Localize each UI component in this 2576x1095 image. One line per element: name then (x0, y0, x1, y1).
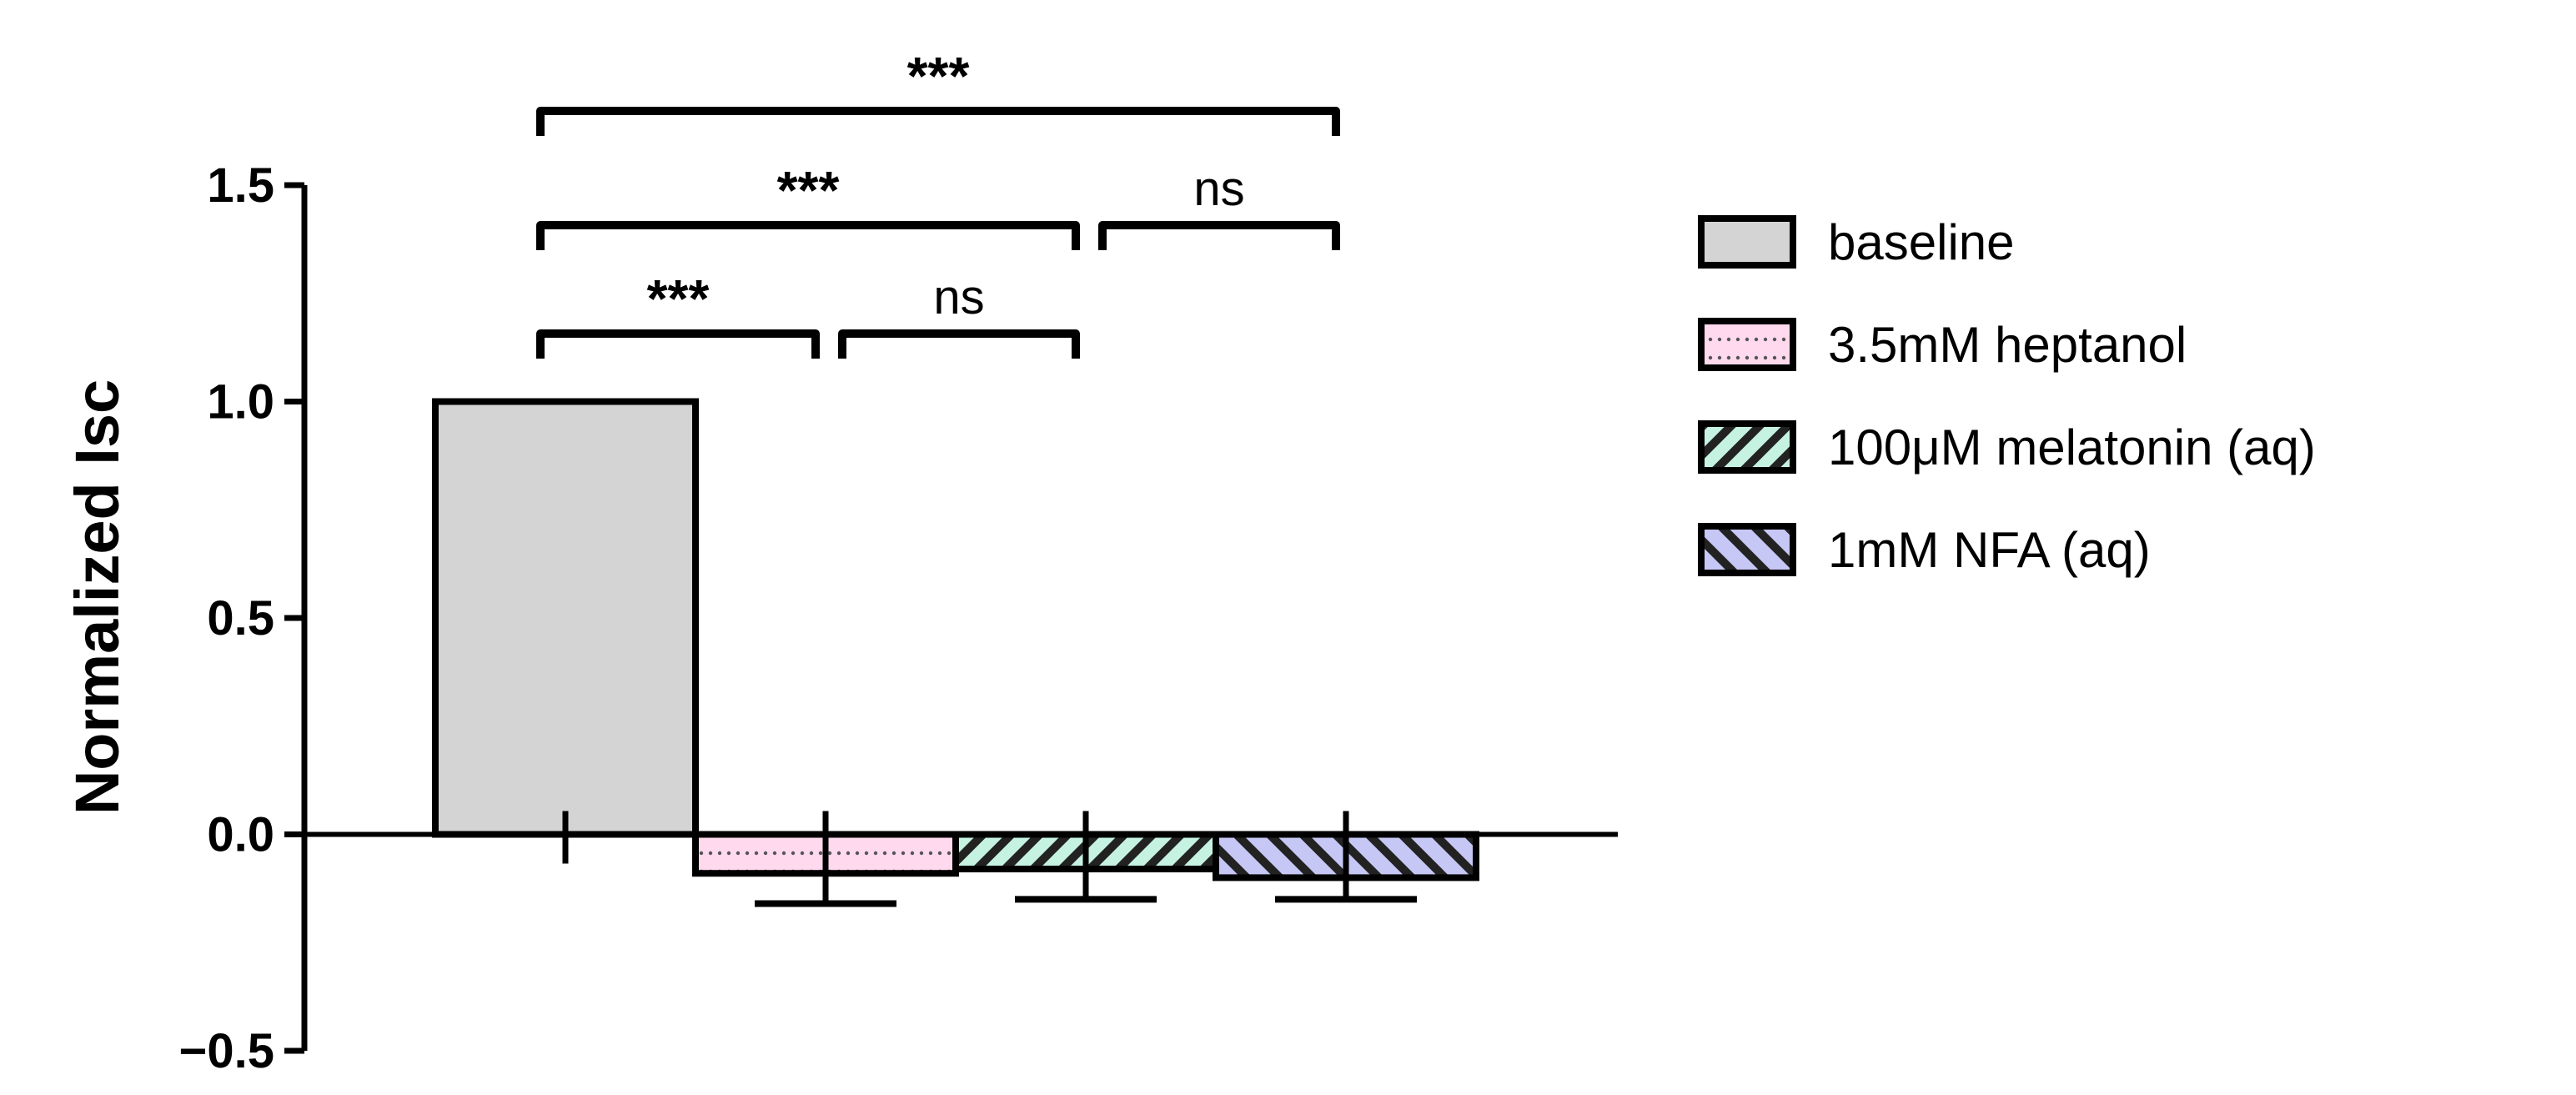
legend-item: 100μM melatonin (aq) (1698, 419, 2316, 475)
significance-bracket (838, 329, 1080, 359)
legend-label: 3.5mM heptanol (1828, 317, 2187, 373)
significance-label: *** (777, 160, 840, 220)
significance-brackets: *** ns *** ns *** (536, 46, 1340, 359)
legend-label: baseline (1828, 214, 2015, 270)
legend-item: baseline (1698, 214, 2015, 270)
significance-label: *** (907, 46, 970, 106)
y-axis-title: Normalized Isc (63, 379, 132, 815)
y-tick-label: 1.5 (207, 158, 274, 213)
y-tick-label: 0.0 (207, 808, 274, 862)
significance-bracket (536, 329, 820, 359)
significance-bracket (536, 221, 1080, 250)
significance-bracket (536, 107, 1340, 136)
legend-swatch (1698, 215, 1796, 269)
y-tick-label: −0.5 (179, 1024, 275, 1078)
bars (304, 398, 1618, 907)
legend-swatch (1698, 420, 1796, 474)
legend-swatch (1698, 523, 1796, 576)
legend-label: 100μM melatonin (aq) (1828, 419, 2316, 475)
legend-item: 3.5mM heptanol (1698, 317, 2187, 373)
legend: baseline 3.5mM heptanol 100μM melatonin (a… (1698, 214, 2316, 578)
significance-label: ns (933, 270, 984, 324)
significance-label: ns (1193, 162, 1244, 216)
legend-swatch (1698, 318, 1796, 371)
bar (432, 398, 699, 838)
legend-label: 1mM NFA (aq) (1828, 522, 2151, 578)
significance-label: *** (647, 269, 710, 329)
legend-item: 1mM NFA (aq) (1698, 522, 2151, 578)
significance-bracket (1098, 221, 1340, 250)
y-tick-label: 1.0 (207, 375, 274, 429)
y-tick-label: 0.5 (207, 591, 274, 645)
